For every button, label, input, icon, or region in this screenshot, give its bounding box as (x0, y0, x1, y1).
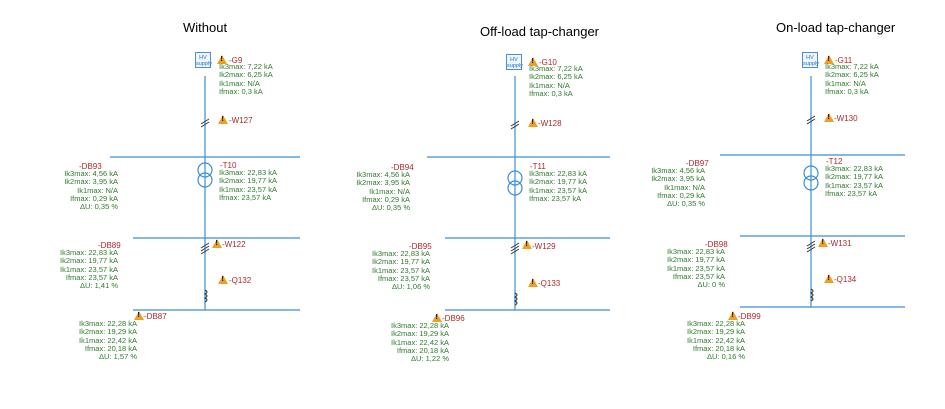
warning-icon (824, 274, 834, 283)
hv-supply-block[interactable]: HV supply (506, 54, 523, 70)
warning-icon (218, 115, 228, 124)
breaker-id: -Q132 (229, 276, 252, 285)
breaker-id: -Q134 (834, 275, 857, 284)
warning-icon (432, 313, 442, 322)
busbar-id: -DB96 (442, 314, 465, 323)
cable-id: -W131 (828, 239, 852, 248)
panel-title-on-load: On-load tap-changer (776, 20, 896, 35)
busbar-id: -DB93 (79, 162, 102, 171)
warning-icon (217, 55, 227, 64)
warning-icon (728, 311, 738, 320)
breaker-id: -Q133 (538, 279, 561, 288)
busbar-id: -DB95 (409, 242, 432, 251)
warning-icon (212, 239, 222, 248)
transformer-id: -T10 (220, 161, 237, 170)
warning-icon (522, 240, 532, 249)
transformer-id: -T12 (826, 157, 843, 166)
cable-id: -W122 (222, 240, 246, 249)
warning-icon (218, 275, 228, 284)
panel-title-off-load: Off-load tap-changer (480, 24, 599, 39)
busbar-id: -DB98 (705, 240, 728, 249)
warning-icon (528, 278, 538, 287)
source-id: -G9 (229, 56, 243, 65)
cable-id: -W129 (532, 242, 556, 251)
cable-id: -W130 (834, 114, 858, 123)
cable-id: -W128 (538, 119, 562, 128)
busbar-id: -DB99 (738, 312, 761, 321)
panel-title-without: Without (183, 20, 228, 35)
warning-icon (824, 113, 834, 122)
transformer-id: -T11 (530, 162, 546, 171)
warning-icon (134, 311, 144, 320)
hv-supply-block[interactable]: HV supply (195, 52, 212, 68)
cable-id: -W127 (229, 116, 253, 125)
warning-icon (528, 57, 538, 66)
hv-supply-block[interactable]: HV supply (802, 52, 819, 68)
busbar-id: -DB97 (686, 159, 709, 168)
source-id: -G11 (835, 56, 853, 65)
busbar-id: -DB89 (98, 241, 121, 250)
source-id: -G10 (539, 58, 557, 67)
warning-icon (528, 118, 538, 127)
busbar-id: -DB87 (144, 312, 167, 321)
warning-icon (824, 55, 834, 64)
busbar-id: -DB94 (391, 163, 414, 172)
warning-icon (818, 238, 828, 247)
